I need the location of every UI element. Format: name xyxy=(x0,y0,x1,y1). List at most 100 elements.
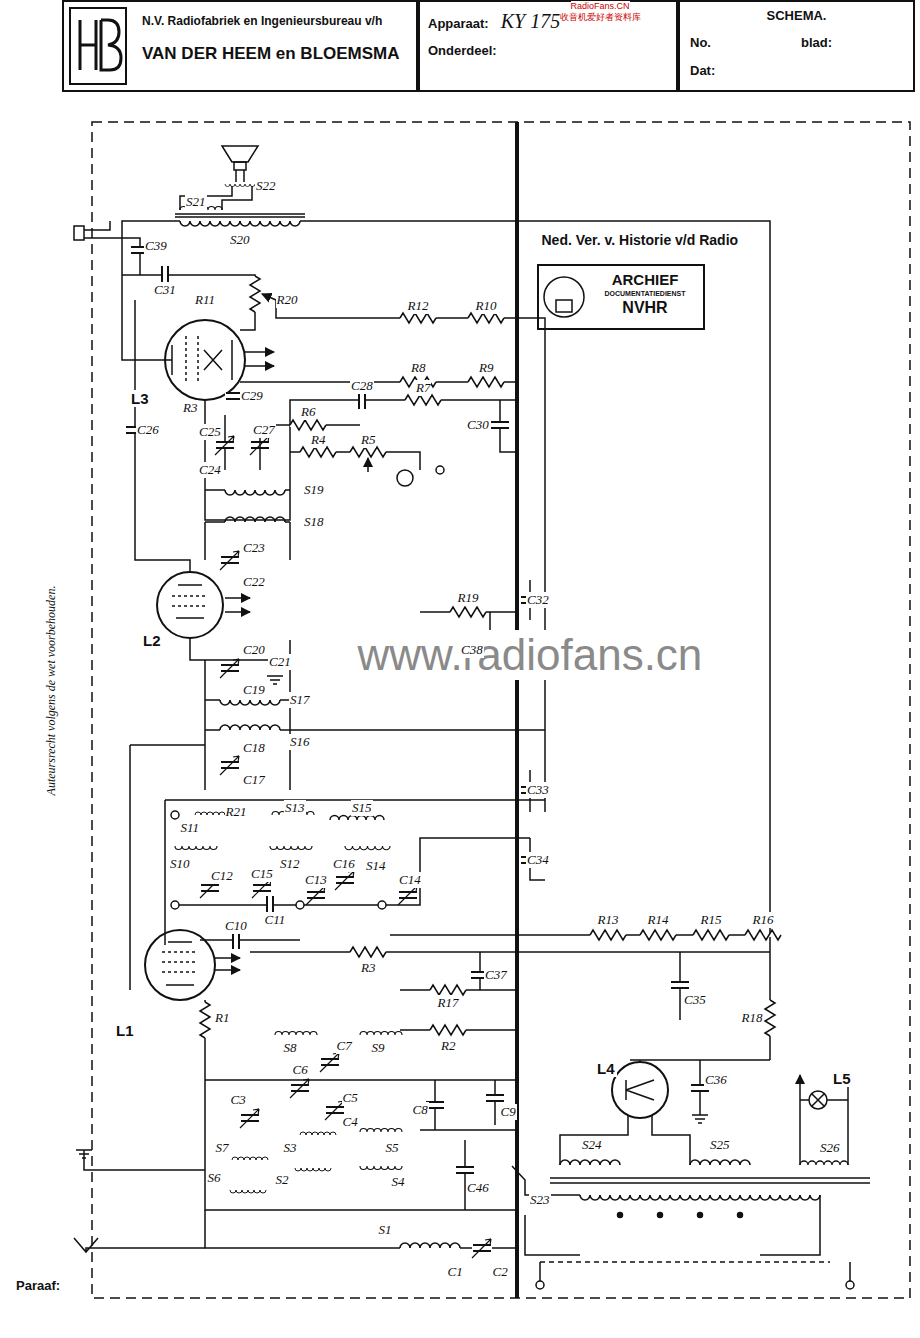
wire xyxy=(179,838,530,905)
schema-block: SCHEMA.No.blad:Dat: xyxy=(678,0,915,92)
wire xyxy=(74,1238,205,1252)
component-symbol xyxy=(225,490,285,495)
part-label: R11 xyxy=(194,292,216,308)
company-name: VAN DER HEEM en BLOEMSMA xyxy=(142,44,408,64)
wire xyxy=(626,1080,654,1100)
wire xyxy=(517,318,545,812)
part-label: R2 xyxy=(440,1038,456,1054)
part-label: C21 xyxy=(268,654,292,670)
tube-envelope xyxy=(738,1213,743,1218)
wire xyxy=(205,400,517,520)
component-symbol xyxy=(345,846,390,850)
part-label: S3 xyxy=(283,1140,298,1156)
part-label: R15 xyxy=(700,912,723,928)
part-label: R12 xyxy=(407,298,430,314)
wire xyxy=(172,596,208,606)
bus-bar xyxy=(515,122,519,1298)
component-symbol xyxy=(290,1079,310,1098)
part-label: S9 xyxy=(371,1040,386,1056)
component-symbol xyxy=(360,1129,402,1133)
part-label: C38 xyxy=(460,642,484,658)
part-label: C25 xyxy=(198,424,222,440)
part-label: S21 xyxy=(185,194,207,210)
wire xyxy=(215,969,240,971)
outline xyxy=(92,122,910,1298)
wire xyxy=(367,458,369,472)
component-symbol xyxy=(240,1109,260,1128)
part-label: C1 xyxy=(447,1264,464,1280)
component-symbol xyxy=(300,447,336,457)
wire xyxy=(180,186,252,210)
component-symbol xyxy=(760,1195,820,1200)
component-symbol xyxy=(270,846,312,850)
tube-envelope xyxy=(171,901,179,909)
part-label: R21 xyxy=(225,804,248,820)
wire xyxy=(812,1094,824,1106)
component-symbol xyxy=(765,1000,775,1036)
wire xyxy=(171,345,173,375)
component-symbol xyxy=(200,1002,210,1038)
part-label: S4 xyxy=(391,1174,406,1190)
wire xyxy=(560,1116,690,1165)
part-label: S7 xyxy=(215,1140,230,1156)
component-symbol xyxy=(220,551,240,570)
outline xyxy=(234,162,246,170)
part-label: S26 xyxy=(819,1140,841,1156)
tube-envelope xyxy=(618,1213,623,1218)
wire xyxy=(540,1261,830,1263)
outline xyxy=(556,300,572,312)
wire xyxy=(250,951,770,953)
field-label: Dat: xyxy=(690,63,903,78)
copyright-note: Auteursrecht volgens de wet voorbehouden… xyxy=(44,585,59,795)
component-symbol xyxy=(670,982,690,988)
part-label: R5 xyxy=(360,432,376,448)
part-label: C37 xyxy=(484,967,508,983)
component-symbol xyxy=(800,1161,848,1165)
part-label: S17 xyxy=(289,692,311,708)
stamp-text: ARCHIEF xyxy=(591,271,699,288)
component-symbol xyxy=(230,1190,266,1193)
part-label: C8 xyxy=(412,1102,429,1118)
part-label: S2 xyxy=(275,1172,290,1188)
part-label: C4 xyxy=(342,1114,359,1130)
part-label: C18 xyxy=(242,740,266,756)
wire xyxy=(420,1080,517,1130)
watermark: www.radiofans.cn xyxy=(354,630,707,680)
outline xyxy=(74,226,84,240)
part-label: S5 xyxy=(385,1140,400,1156)
archive-note: Ned. Ver. v. Historie v/d Radio xyxy=(540,232,741,248)
part-label: S22 xyxy=(255,178,277,194)
component-symbol xyxy=(468,313,504,323)
part-label: C16 xyxy=(332,856,356,872)
wire xyxy=(205,1210,517,1248)
component-symbol xyxy=(330,816,384,821)
tube-envelope xyxy=(536,1281,544,1289)
part-label: C12 xyxy=(210,868,234,884)
wire xyxy=(245,365,274,367)
part-label: C15 xyxy=(250,866,274,882)
part-label: R16 xyxy=(752,912,775,928)
component-symbol xyxy=(175,846,217,850)
part-label: C46 xyxy=(466,1180,490,1196)
component-symbol xyxy=(560,1160,620,1165)
component-symbol xyxy=(300,1132,336,1135)
component-symbol xyxy=(472,1239,492,1258)
component-symbol xyxy=(350,447,386,457)
component-symbol xyxy=(490,422,510,428)
component-symbol xyxy=(640,1195,700,1200)
component-symbol xyxy=(745,930,781,940)
part-label: C27 xyxy=(252,422,276,438)
part-label: C11 xyxy=(264,912,287,928)
archive-stamp: ARCHIEFDOCUMENTATIEDIENSTNVHR xyxy=(537,264,705,330)
component-symbol xyxy=(693,930,729,940)
stamp-text: DOCUMENTATIEDIENST xyxy=(591,290,699,297)
part-label: S15 xyxy=(351,800,373,816)
part-label: C36 xyxy=(704,1072,728,1088)
wire xyxy=(80,20,121,70)
part-label: C33 xyxy=(526,782,550,798)
tube-envelope xyxy=(165,320,245,400)
tube-envelope xyxy=(145,930,215,1000)
part-label: C6 xyxy=(292,1062,309,1078)
component-symbol xyxy=(290,420,326,430)
